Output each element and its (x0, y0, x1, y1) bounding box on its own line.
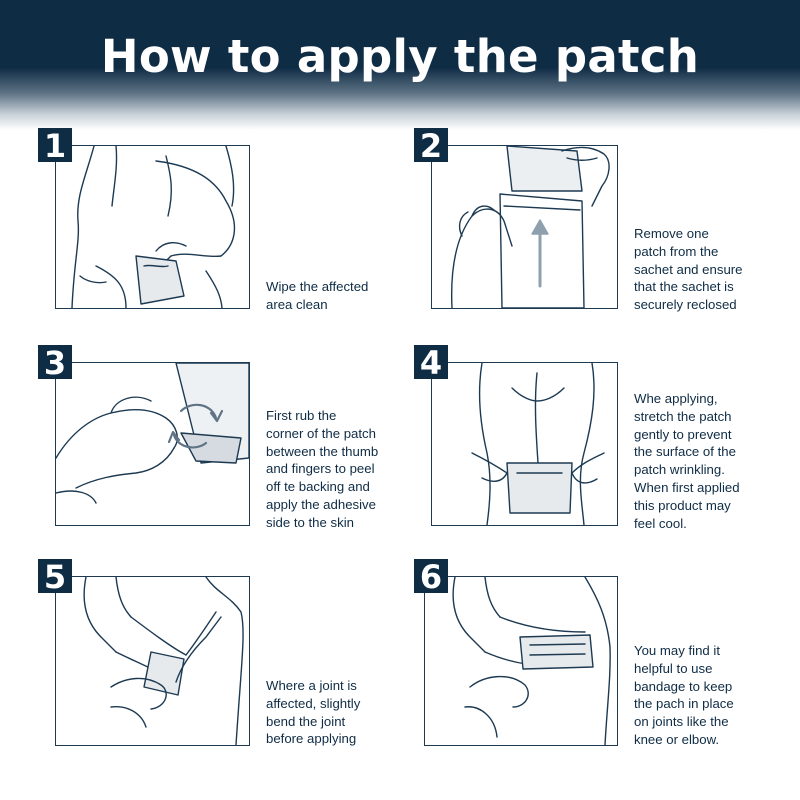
step-2-illustration (431, 145, 618, 309)
step-3-description: First rub the corner of the patch betwee… (266, 408, 379, 530)
step-4-description: Whe applying, stretch the patch gently t… (634, 391, 740, 531)
step-2-description: Remove one patch from the sachet and ens… (634, 226, 743, 313)
step-5-description: Where a joint is affected, slightly bend… (266, 678, 361, 747)
step-4-illustration (431, 362, 618, 526)
step-number-badge: 1 (38, 128, 72, 164)
rotate-arrows-icon (167, 403, 224, 449)
header-banner: How to apply the patch (0, 0, 800, 130)
step-6-illustration (424, 576, 618, 746)
step-number-badge: 4 (414, 345, 448, 381)
step-number-badge: 3 (38, 345, 72, 381)
arrow-up-icon (531, 219, 549, 288)
step-3-illustration (55, 362, 250, 526)
step-number-badge: 5 (38, 559, 72, 595)
step-1-illustration (55, 145, 250, 309)
step-5-illustration (55, 576, 250, 746)
step-1-description: Wipe the affected area clean (266, 279, 369, 312)
step-number-badge: 2 (414, 128, 448, 164)
step-6-description: You may find it helpful to use bandage t… (634, 643, 734, 747)
page-title: How to apply the patch (100, 30, 700, 83)
step-number-badge: 6 (414, 559, 448, 595)
